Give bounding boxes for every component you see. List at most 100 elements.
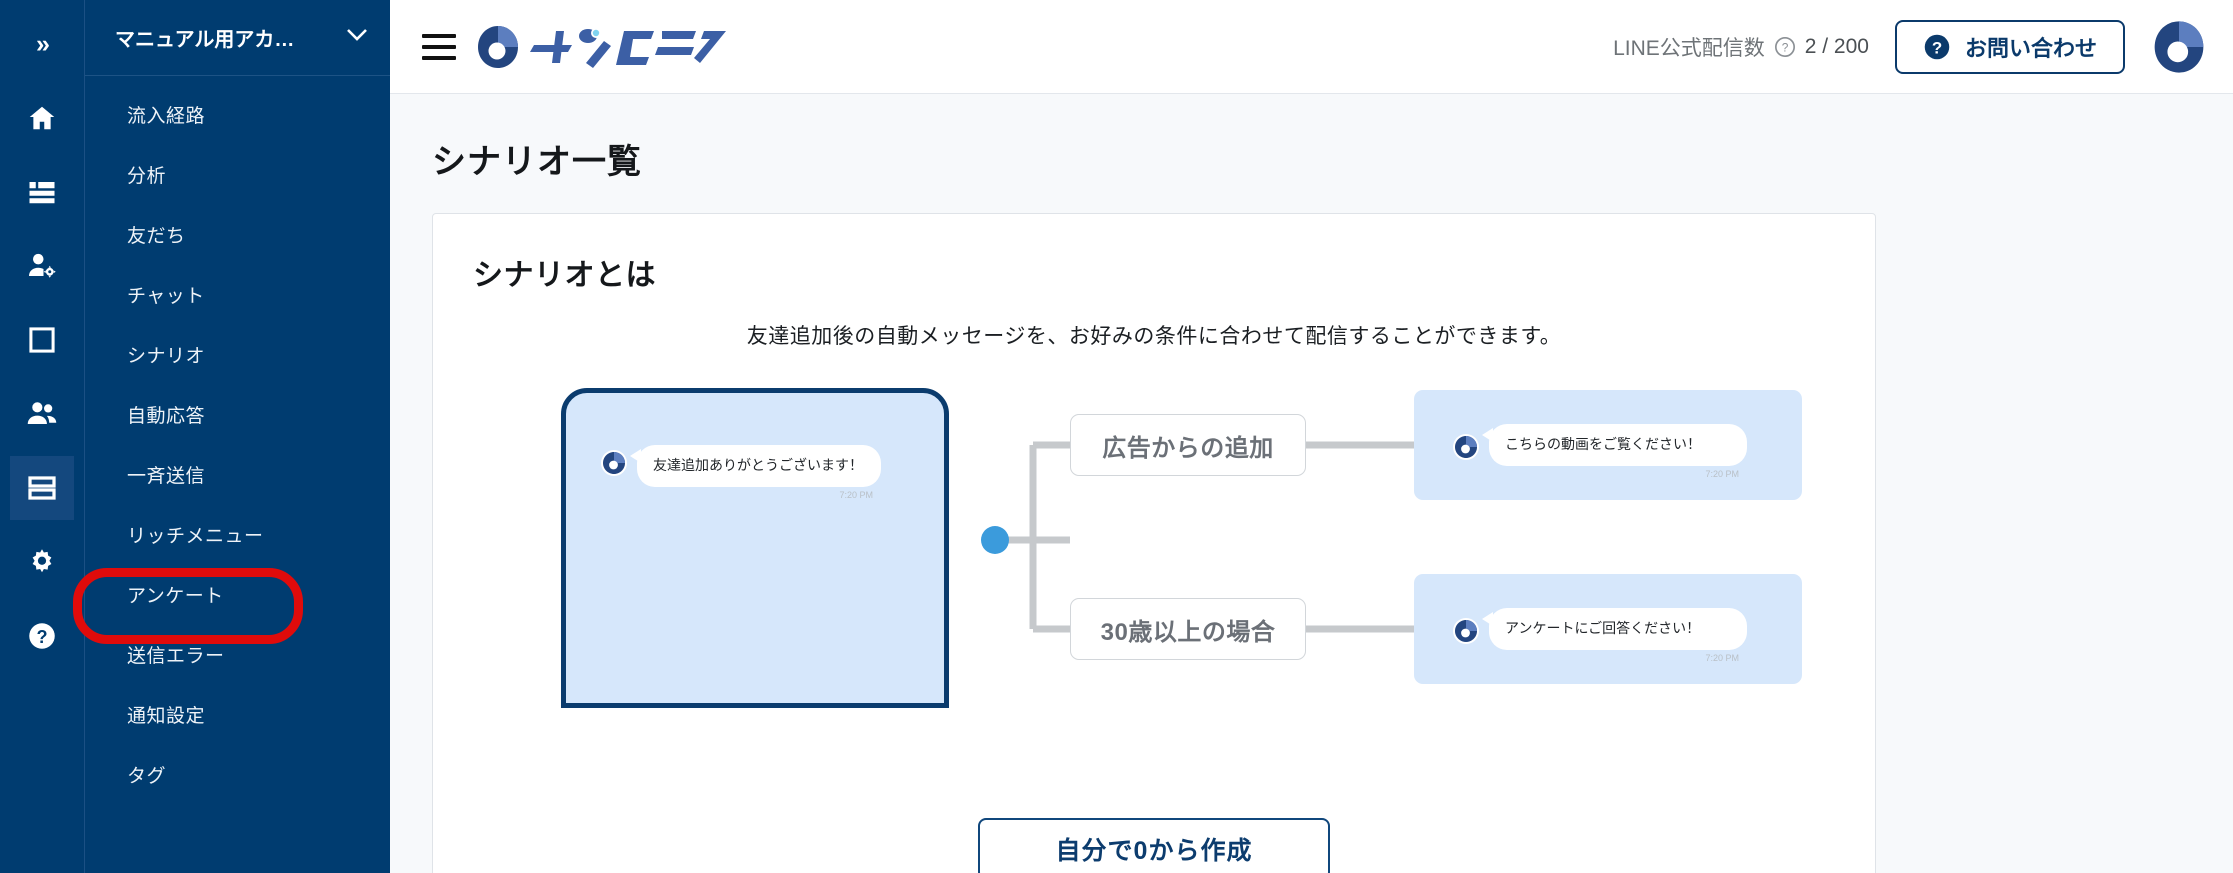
brand-logo: [476, 24, 726, 70]
avatar[interactable]: [2151, 19, 2207, 75]
rows-icon: [28, 476, 56, 500]
people-icon: [27, 402, 57, 424]
chat-bubble-text: 友達追加ありがとうございます！: [653, 457, 863, 473]
chat-bubble: 友達追加ありがとうございます！ 7:20 PM: [630, 445, 881, 500]
bot-avatar-icon: [1453, 434, 1479, 460]
sidebar-item-label: 送信エラー: [127, 645, 225, 667]
sidebar-item-send-error[interactable]: 送信エラー: [85, 624, 390, 684]
diagram-connectors: [1003, 441, 1414, 633]
icon-rail: »: [0, 0, 84, 873]
chat-bubble-text: アンケートにご回答ください！: [1505, 620, 1701, 636]
sidebar: マニュアル用アカ… 流入経路 分析 友だち チャット シナリオ 自動応答 一斉送…: [73, 0, 390, 873]
chat-timestamp: 7:20 PM: [1705, 469, 1739, 479]
sidebar-item-label: タグ: [127, 765, 167, 787]
home-icon: [29, 106, 55, 130]
rail-item-friends[interactable]: [10, 382, 74, 446]
chat-timestamp: 7:20 PM: [839, 490, 873, 500]
condition-label: 広告からの追加: [1102, 434, 1274, 462]
card-description: 友達追加後の自動メッセージを、お好みの条件に合わせて配信することができます。: [746, 325, 1562, 348]
rail-item-scenario[interactable]: [10, 456, 74, 520]
content-area: シナリオ一覧 シナリオとは 友達追加後の自動メッセージを、お好みの条件に合わせて…: [390, 94, 2233, 873]
gear-icon: [32, 549, 52, 573]
sidebar-item-chat[interactable]: チャット: [85, 264, 390, 324]
phone-message-row: 友達追加ありがとうございます！ 7:20 PM: [566, 393, 944, 500]
message-card-1: こちらの動画をご覧ください！ 7:20 PM: [1414, 390, 1802, 500]
condition-label: 30歳以上の場合: [1100, 618, 1276, 646]
svg-text:?: ?: [1781, 40, 1788, 54]
hamburger-icon[interactable]: [422, 33, 456, 60]
sidebar-item-notification-settings[interactable]: 通知設定: [85, 684, 390, 744]
sidebar-item-rich-menu[interactable]: リッチメニュー: [85, 504, 390, 564]
svg-text:?: ?: [1932, 38, 1942, 57]
contact-button[interactable]: ? お問い合わせ: [1894, 19, 2125, 74]
bubble-tail: [630, 449, 641, 463]
create-from-scratch-button[interactable]: 自分で0から作成: [978, 818, 1330, 873]
bubble-tail: [1482, 612, 1493, 626]
card-heading: シナリオとは: [473, 259, 656, 292]
svg-text:?: ?: [36, 627, 47, 647]
rail-item-account-settings[interactable]: [10, 234, 74, 298]
rail-item-home[interactable]: [10, 86, 74, 150]
rail-item-list[interactable]: [10, 160, 74, 224]
chevron-double-right-icon: »: [36, 29, 50, 58]
page-title: シナリオ一覧: [432, 143, 642, 181]
chat-bubble: こちらの動画をご覧ください！ 7:20 PM: [1482, 424, 1747, 479]
quota-value: 2 / 200: [1804, 34, 1869, 58]
sidebar-item-label: シナリオ: [127, 345, 206, 367]
rail-item-window[interactable]: [10, 308, 74, 372]
sidebar-item-broadcast[interactable]: 一斉送信: [85, 444, 390, 504]
sidebar-item-tag[interactable]: タグ: [85, 744, 390, 804]
account-selector[interactable]: マニュアル用アカ…: [85, 0, 390, 76]
chat-timestamp: 7:20 PM: [1705, 653, 1739, 663]
chat-bubble: アンケートにご回答ください！ 7:20 PM: [1482, 608, 1747, 663]
rail-item-help[interactable]: ?: [10, 604, 74, 668]
sidebar-item-label: チャット: [127, 285, 205, 307]
condition-node-2[interactable]: 30歳以上の場合: [1070, 598, 1306, 660]
top-bar-right: LINE公式配信数 ? 2 / 200 ? お問い合わせ: [1613, 19, 2207, 75]
scenario-diagram: 友達追加ありがとうございます！ 7:20 PM 広告からの追加 30歳以上の場合: [473, 378, 1835, 708]
question-circle-icon[interactable]: ?: [1774, 36, 1796, 58]
account-selector-label: マニュアル用アカ…: [115, 29, 295, 51]
square-icon: [29, 327, 55, 353]
contact-button-label: お問い合わせ: [1964, 35, 2097, 61]
bubble-tail: [1482, 428, 1493, 442]
sidebar-item-scenario[interactable]: シナリオ: [85, 324, 390, 384]
onclass-logo-mark: [478, 25, 518, 68]
branch-start-dot: [981, 526, 1009, 554]
rail-item-settings[interactable]: [10, 530, 74, 594]
sidebar-item-label: 自動応答: [127, 405, 206, 427]
sidebar-item-analysis[interactable]: 分析: [85, 144, 390, 204]
onclass-wordmark: [530, 27, 726, 68]
create-from-scratch-label: 自分で0から作成: [1055, 837, 1253, 865]
sidebar-item-label: 友だち: [127, 225, 186, 247]
collapse-expand-icon-button[interactable]: »: [10, 12, 74, 76]
message-card-2: アンケートにご回答ください！ 7:20 PM: [1414, 574, 1802, 684]
user-gear-icon: [29, 253, 56, 278]
bot-avatar-icon: [601, 450, 627, 476]
sidebar-item-inflow-route[interactable]: 流入経路: [85, 84, 390, 144]
main-area: LINE公式配信数 ? 2 / 200 ? お問い合わせ: [390, 0, 2233, 873]
question-circle-icon: ?: [1924, 34, 1950, 59]
sidebar-item-label: 一斉送信: [127, 465, 206, 487]
cta-row: 自分で0から作成: [433, 818, 1875, 873]
sidebar-item-friends[interactable]: 友だち: [85, 204, 390, 264]
phone-mockup: 友達追加ありがとうございます！ 7:20 PM: [561, 388, 949, 708]
sidebar-item-label: 分析: [127, 165, 167, 187]
sidebar-item-label: リッチメニュー: [127, 525, 264, 547]
condition-node-1[interactable]: 広告からの追加: [1070, 414, 1306, 476]
sidebar-item-label: アンケート: [127, 585, 224, 607]
quota-label: LINE公式配信数: [1613, 36, 1765, 60]
sidebar-item-label: 流入経路: [127, 105, 206, 127]
sidebar-item-survey[interactable]: アンケート: [85, 564, 390, 624]
sidebar-item-auto-reply[interactable]: 自動応答: [85, 384, 390, 444]
top-bar: LINE公式配信数 ? 2 / 200 ? お問い合わせ: [390, 0, 2233, 94]
question-circle-icon: ?: [29, 623, 55, 649]
list-icon: [29, 182, 55, 204]
chat-bubble-text: こちらの動画をご覧ください！: [1505, 436, 1701, 452]
chevron-down-icon: [346, 28, 368, 47]
sidebar-nav: 流入経路 分析 友だち チャット シナリオ 自動応答 一斉送信 リッチメニュー …: [85, 76, 390, 804]
sidebar-item-label: 通知設定: [127, 705, 206, 727]
line-quota: LINE公式配信数 ? 2 / 200: [1613, 32, 1869, 62]
scenario-intro-card: シナリオとは 友達追加後の自動メッセージを、お好みの条件に合わせて配信することが…: [432, 213, 1876, 873]
